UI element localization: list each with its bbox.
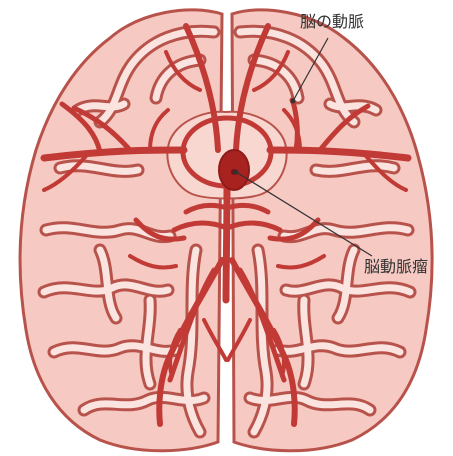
aneurysm xyxy=(219,150,249,190)
label-arteries: 脳の動脈 xyxy=(300,14,364,30)
label-aneurysm: 脳動脈瘤 xyxy=(364,259,428,275)
